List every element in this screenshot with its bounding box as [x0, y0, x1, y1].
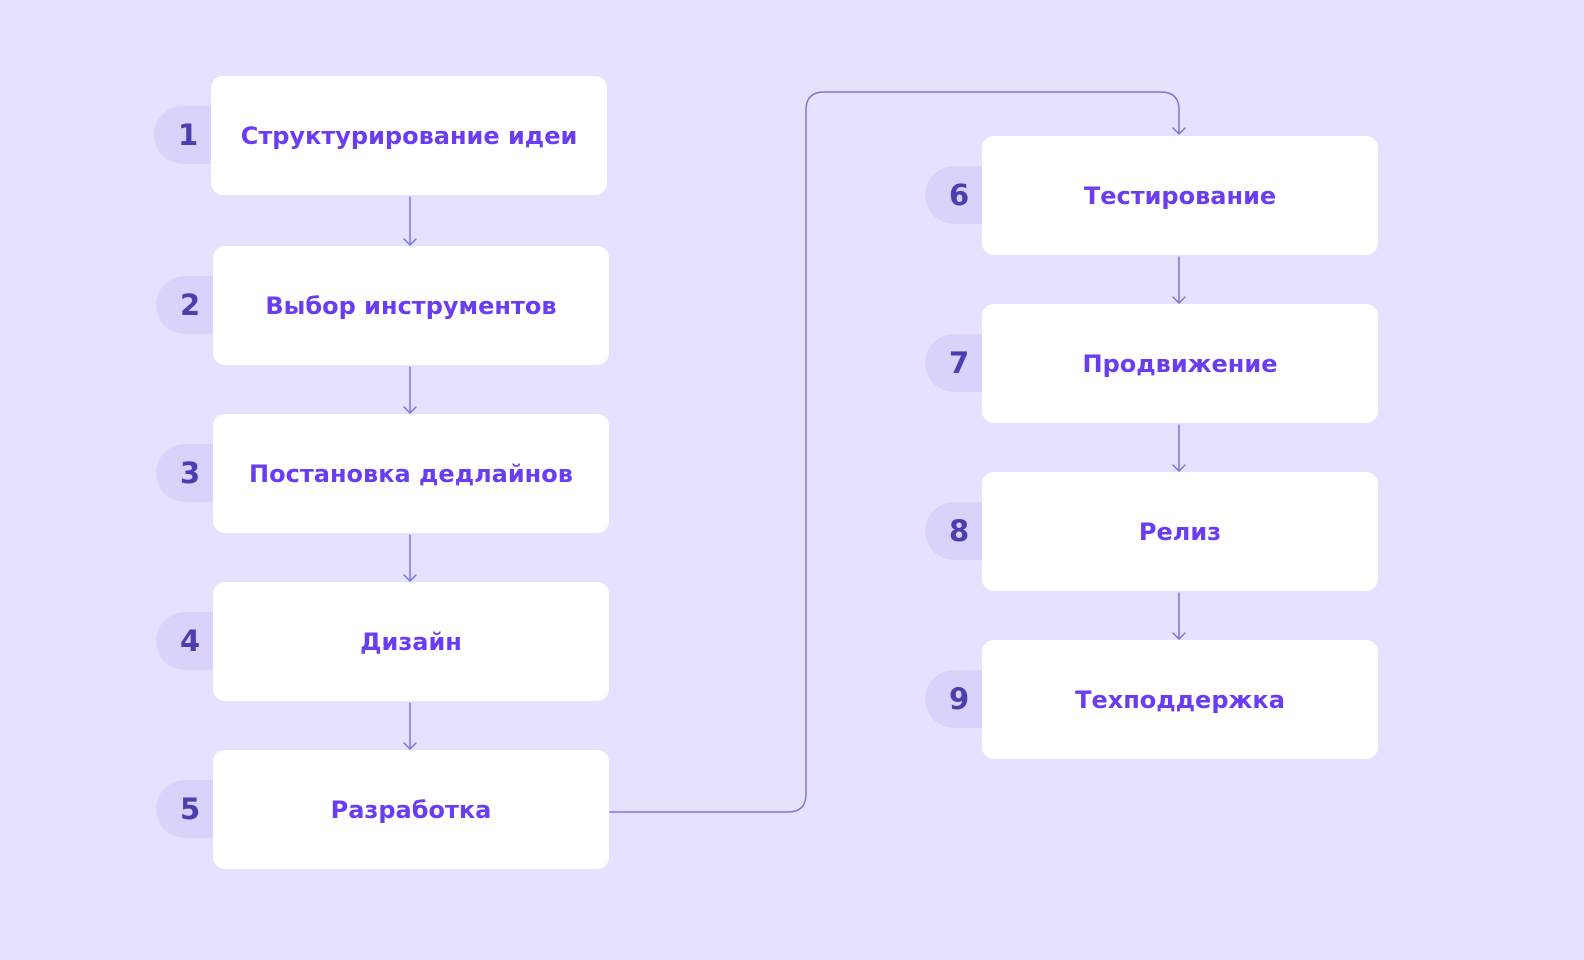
step-card: Постановка дедлайнов [213, 414, 609, 533]
arrow-7-to-8 [1172, 424, 1186, 472]
step-card: Разработка [213, 750, 609, 869]
step-card: Тестирование [982, 136, 1378, 255]
step-card: Техподдержка [982, 640, 1378, 759]
arrow-8-to-9 [1172, 592, 1186, 640]
step-card: Дизайн [213, 582, 609, 701]
arrow-3-to-4 [403, 534, 417, 582]
step-card: Структурирование идеи [211, 76, 607, 195]
step-card: Выбор инструментов [213, 246, 609, 365]
step-card: Продвижение [982, 304, 1378, 423]
arrow-2-to-3 [403, 366, 417, 414]
step-card: Релиз [982, 472, 1378, 591]
arrow-4-to-5 [403, 702, 417, 750]
arrow-1-to-2 [403, 196, 417, 246]
arrow-6-to-7 [1172, 256, 1186, 304]
